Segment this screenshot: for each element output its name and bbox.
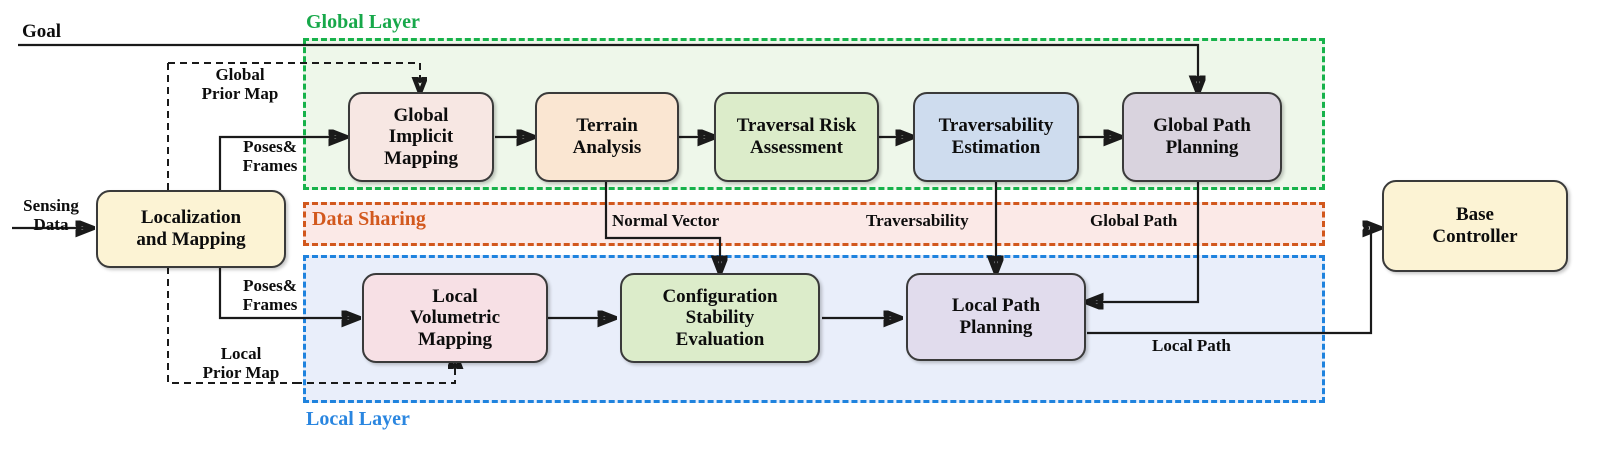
node-label-line: Local Path: [951, 295, 1041, 317]
node-label-line: Local: [432, 285, 478, 307]
node-label-line: Global Path: [1153, 115, 1251, 137]
edge-label-normal-vector: Normal Vector: [612, 211, 720, 230]
node-base-controller[interactable]: Base Controller: [1382, 180, 1568, 272]
node-label-line: Assessment: [750, 137, 843, 158]
node-global-path-planning[interactable]: Global Path Planning: [1122, 92, 1282, 182]
node-localization-and-mapping[interactable]: Localization and Mapping: [96, 190, 286, 268]
node-label-line: and Mapping: [136, 229, 246, 250]
edge-label-global-prior-map: Global Prior Map: [201, 65, 279, 103]
node-label-line: Global: [393, 104, 449, 126]
node-label-line: Terrain: [576, 115, 638, 137]
edge-label-local-prior-map: Local Prior Map: [202, 344, 280, 382]
node-label-line: Controller: [1432, 226, 1518, 247]
edge-label-traversability: Traversability: [866, 211, 969, 230]
global-layer-label: Global Layer: [306, 11, 420, 33]
edge-label-goal: Goal: [22, 21, 62, 42]
node-label-line: Stability: [685, 307, 755, 329]
node-traversability-estimation[interactable]: Traversability Estimation: [913, 92, 1079, 182]
node-local-volumetric-mapping[interactable]: Local Volumetric Mapping: [362, 273, 548, 363]
node-label-line: Planning: [1165, 137, 1239, 158]
node-label-line: Evaluation: [675, 328, 765, 350]
edge-label-sensing-data: Sensing Data: [23, 196, 79, 234]
node-label-line: Traversability: [938, 115, 1054, 137]
node-label-line: Mapping: [418, 328, 492, 350]
node-label-line: Analysis: [572, 137, 642, 158]
node-label-line: Mapping: [384, 147, 458, 169]
edge-label-global-path: Global Path: [1090, 211, 1178, 230]
node-label-line: Configuration: [662, 285, 778, 307]
local-layer-label: Local Layer: [306, 408, 410, 430]
node-label-line: Estimation: [951, 137, 1041, 158]
node-label-line: Planning: [959, 317, 1033, 338]
edge-label-poses-frames-local: Poses& Frames: [242, 276, 298, 314]
edge-label-local-path: Local Path: [1152, 336, 1231, 355]
node-label-line: Localization: [140, 207, 242, 229]
node-label-line: Implicit: [388, 126, 454, 148]
node-traversal-risk-assessment[interactable]: Traversal Risk Assessment: [714, 92, 879, 182]
node-terrain-analysis[interactable]: Terrain Analysis: [535, 92, 679, 182]
edge-label-poses-frames-global: Poses& Frames: [242, 137, 298, 175]
data-sharing-label: Data Sharing: [312, 208, 426, 230]
node-label-line: Base: [1455, 204, 1494, 226]
node-global-implicit-mapping[interactable]: Global Implicit Mapping: [348, 92, 494, 182]
node-label-line: Traversal Risk: [736, 115, 857, 137]
node-label-line: Volumetric: [409, 307, 501, 329]
node-configuration-stability-evaluation[interactable]: Configuration Stability Evaluation: [620, 273, 820, 363]
node-local-path-planning[interactable]: Local Path Planning: [906, 273, 1086, 361]
